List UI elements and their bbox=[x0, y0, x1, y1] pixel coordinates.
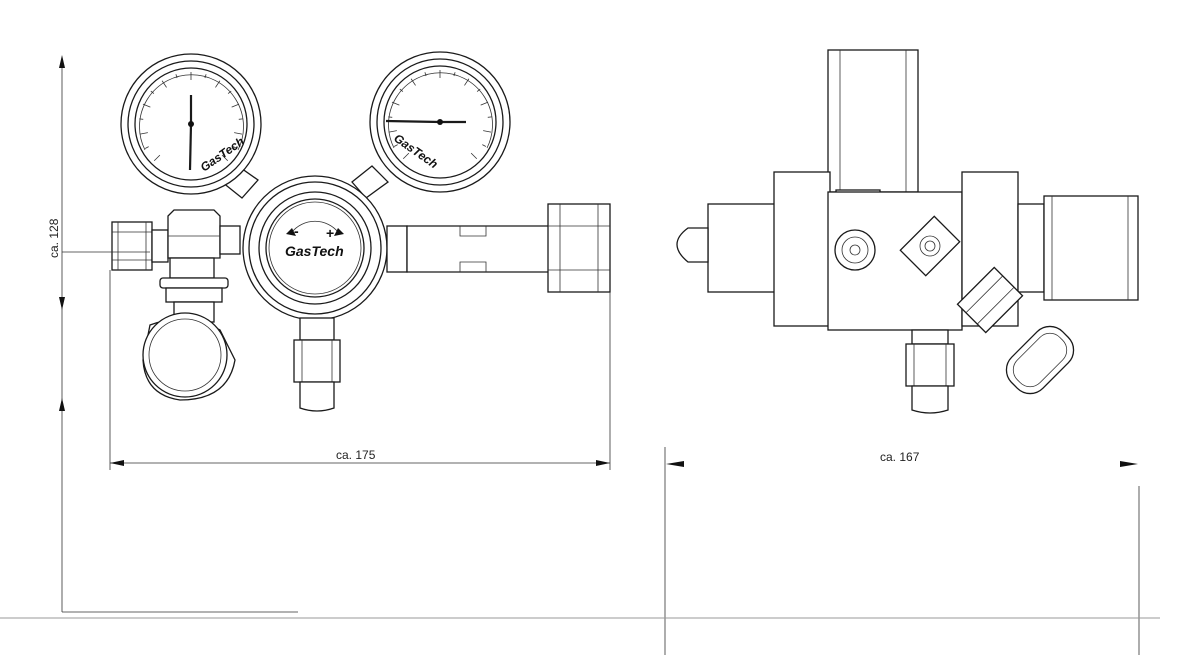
gauge-right: GasTech bbox=[369, 51, 511, 193]
gauge-tick bbox=[142, 103, 151, 108]
gauge-tick bbox=[215, 80, 221, 88]
gauge-tick bbox=[231, 103, 240, 108]
gauge-tick bbox=[399, 88, 404, 92]
shutoff-valve bbox=[142, 257, 236, 401]
dimension-front-width-label: ca. 175 bbox=[336, 448, 376, 462]
dimension-side-width: ca. 167 bbox=[664, 447, 1140, 655]
gauge-tick bbox=[388, 130, 397, 133]
gauge-tick bbox=[480, 101, 489, 106]
knob-minus-sign: - bbox=[294, 223, 299, 239]
knob-plus-sign: + bbox=[326, 225, 334, 241]
gauge-tick bbox=[393, 144, 398, 147]
gauge-tick bbox=[482, 144, 487, 147]
gauge-tick bbox=[453, 72, 456, 77]
regulator-brand: GasTech bbox=[285, 243, 344, 259]
gauge-tick bbox=[144, 146, 149, 149]
gauge-tick bbox=[464, 78, 470, 86]
gauge-tick bbox=[402, 152, 410, 160]
front-view: GasTech GasTech bbox=[62, 51, 611, 412]
gauge-tick bbox=[227, 90, 232, 94]
gauge-tick bbox=[175, 74, 178, 79]
dimension-height: ca. 128 bbox=[47, 55, 298, 613]
gauge-tick bbox=[221, 154, 229, 162]
gauge-tick bbox=[204, 74, 207, 79]
regulator-body: - + GasTech bbox=[242, 175, 388, 321]
gauge-tick bbox=[150, 90, 155, 94]
gauge-tick bbox=[153, 154, 161, 162]
gauge-tick bbox=[139, 132, 148, 135]
side-view bbox=[676, 49, 1139, 414]
gauge-tick bbox=[483, 130, 492, 133]
gauge-left: GasTech bbox=[120, 53, 262, 195]
bottom-fitting bbox=[293, 317, 341, 412]
dimension-front-width: ca. 175 bbox=[109, 270, 611, 470]
gauge-tick bbox=[470, 152, 478, 160]
gauge-tick bbox=[391, 101, 400, 106]
gauge-tick bbox=[234, 132, 243, 135]
gauge-tick bbox=[410, 78, 416, 86]
gauge-tick bbox=[476, 88, 481, 92]
gauge-tick bbox=[161, 80, 167, 88]
gauge-tick bbox=[233, 146, 238, 149]
inlet-connection bbox=[111, 209, 241, 271]
outlet-connection bbox=[386, 203, 611, 293]
gauge-tick bbox=[424, 72, 427, 77]
dimension-height-label: ca. 128 bbox=[47, 218, 61, 258]
dimension-side-width-label: ca. 167 bbox=[880, 450, 920, 464]
